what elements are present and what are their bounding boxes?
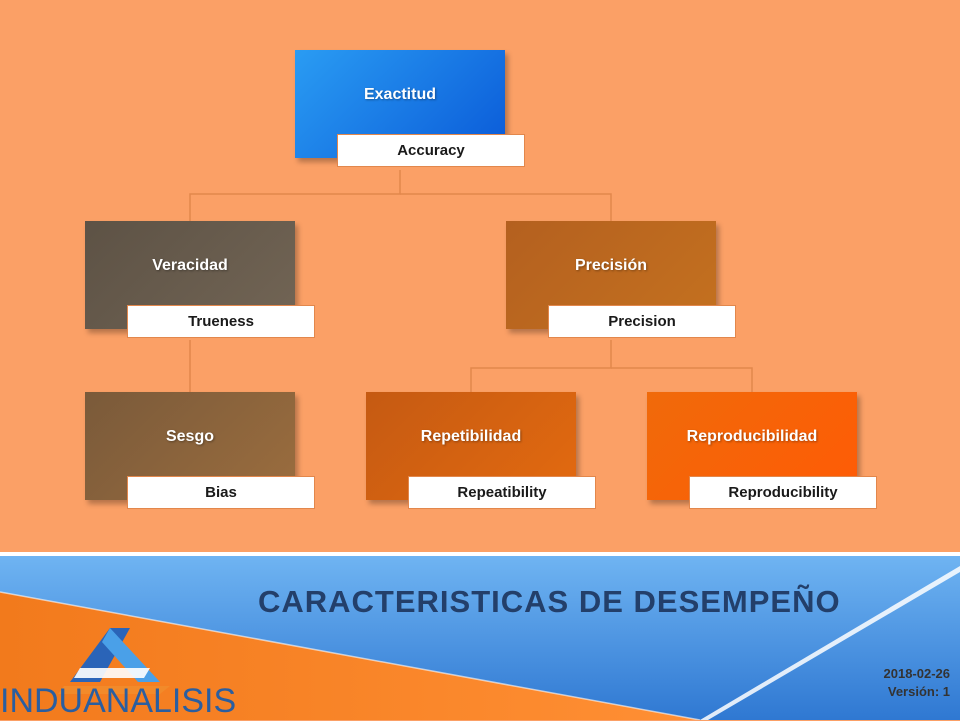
connector-lines (189, 170, 753, 392)
slide-version: Versión: 1 (887, 684, 950, 699)
node-sesgo-sub: Bias (127, 476, 315, 509)
node-repetibilidad: Repetibilidad Repeatibility (366, 392, 596, 509)
node-repetibilidad-sub: Repeatibility (408, 476, 596, 509)
footer-band (0, 548, 960, 720)
node-exactitud-label: Exactitud (363, 86, 436, 103)
node-precision: Precisión Precision (506, 221, 736, 338)
logo-text: INDUANALISIS (0, 682, 237, 720)
node-veracidad-sub: Trueness (127, 305, 315, 338)
node-veracidad: Veracidad Trueness (85, 221, 315, 338)
node-sesgo-label: Sesgo (165, 428, 214, 445)
node-exactitud-sub: Accuracy (337, 134, 525, 167)
node-sesgo: Sesgo Bias (85, 392, 315, 509)
node-precision-label: Precisión (574, 257, 648, 274)
footer-graphic (0, 548, 960, 720)
node-reproducibilidad-sub: Reproducibility (689, 476, 877, 509)
node-repetibilidad-label: Repetibilidad (420, 428, 522, 445)
node-reproducibilidad: Reproducibilidad Reproducibility (647, 392, 877, 509)
node-precision-sub: Precision (548, 305, 736, 338)
node-reproducibilidad-label: Reproducibilidad (686, 428, 818, 445)
slide-date: 2018-02-26 (883, 666, 951, 681)
node-exactitud: Exactitud Accuracy (295, 50, 525, 167)
slide-meta: 2018-02-26 Versión: 1 (884, 665, 951, 701)
induanalisis-logo (58, 628, 170, 694)
node-veracidad-label: Veracidad (152, 257, 228, 274)
slide-title: CARACTERISTICAS DE DESEMPEÑO (258, 584, 841, 619)
